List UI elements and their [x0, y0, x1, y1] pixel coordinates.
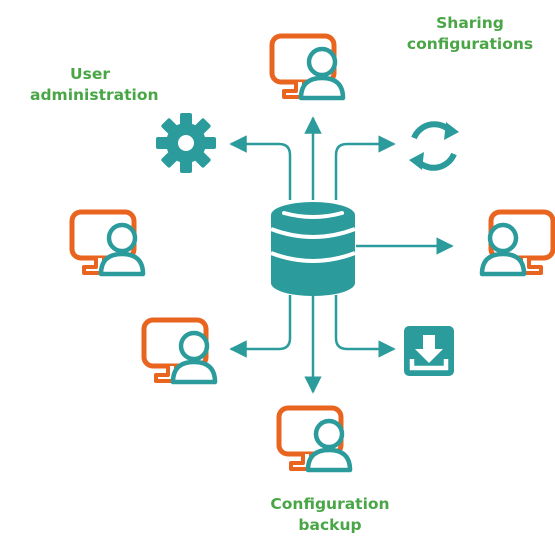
sync-icon	[409, 121, 459, 171]
gear-icon	[156, 113, 216, 173]
arrow-to-gear	[229, 135, 292, 200]
user-workstation-icon-bottom-left	[144, 320, 215, 382]
user-workstation-icon-right	[482, 212, 553, 274]
user-workstation-icon-bottom	[279, 408, 350, 470]
user-workstation-icon-left	[72, 212, 143, 274]
arrow-to-sync	[334, 135, 396, 200]
sharing-configurations-line2: configurations	[406, 35, 534, 53]
user-administration-line2: administration	[30, 86, 159, 104]
configuration-backup-line2: backup	[298, 516, 362, 534]
database-icon	[270, 202, 356, 296]
arrow-to-download	[334, 295, 396, 358]
configuration-backup-label: Configuration backup	[255, 494, 405, 536]
configuration-backup-line1: Configuration	[270, 495, 390, 513]
user-administration-line1: User	[70, 65, 110, 83]
arrow-to-bottom-left-workstation	[229, 295, 292, 358]
user-workstation-icon-top	[272, 36, 343, 98]
download-icon	[404, 326, 454, 376]
user-administration-label: User administration	[30, 64, 159, 106]
sharing-configurations-label: Sharing configurations	[400, 13, 540, 55]
connector-lines	[229, 116, 454, 394]
sharing-configurations-line1: Sharing	[436, 14, 504, 32]
